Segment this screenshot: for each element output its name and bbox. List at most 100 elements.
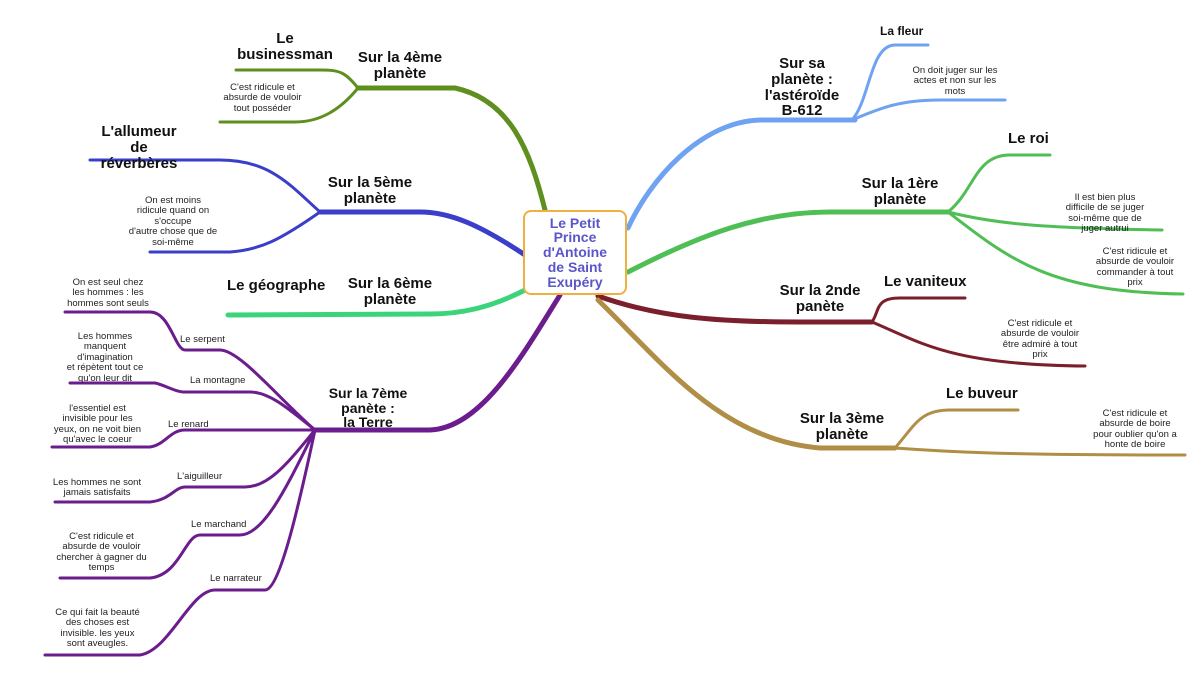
note-line: pour oublier qu'on a [1093, 428, 1177, 440]
note-line: s'occupe [154, 215, 192, 227]
topic-line: panète [795, 297, 845, 315]
subtopic-l-aiguilleur[interactable]: L'aiguilleur [177, 471, 223, 482]
branch-connector-p1 [946, 153, 1052, 214]
topic-asteroid-b612[interactable]: Sur sa planète : l'astéroïde B-612 [752, 56, 852, 119]
branch-connector-p4 [218, 86, 360, 124]
subtopic-le-serpent[interactable]: Le serpent [180, 334, 225, 345]
note-allumeur: On est moins ridicule quand on s'occupe … [118, 195, 228, 248]
note-businessman: C'est ridicule et absurde de vouloir tou… [220, 82, 305, 114]
branch-connector-p2 [870, 296, 967, 324]
note-line: On est seul chez [72, 277, 144, 288]
topic-line: de [130, 138, 148, 156]
note-line: chercher à gagner du [56, 551, 147, 563]
topic-planete-7-terre[interactable]: Sur la 7ème panète : la Terre [318, 386, 418, 430]
branch-connector-p3 [893, 408, 1020, 450]
topic-line: l'astéroïde [764, 86, 840, 104]
note-marchand: C'est ridicule et absurde de vouloir che… [44, 531, 159, 574]
branch-connector-p6 [225, 287, 528, 318]
note-line: Les hommes ne sont [52, 477, 142, 488]
branch-connector-p5 [88, 158, 322, 214]
subtopic-le-narrateur[interactable]: Le narrateur [210, 573, 262, 584]
branch-connector-p3 [893, 446, 1187, 457]
subtopic-la-montagne[interactable]: La montagne [190, 375, 246, 386]
note-line: d'autre chose que de [128, 226, 218, 238]
subtopic-le-vaniteux[interactable]: Le vaniteux [884, 273, 967, 290]
topic-line: planète [873, 190, 927, 208]
topic-line: Sur la 1ère [861, 175, 939, 192]
note-line: manquent [83, 341, 127, 353]
branch-connector-asteroid [625, 117, 858, 231]
subtopic-le-marchand[interactable]: Le marchand [191, 519, 247, 530]
branch-connector-p7 [63, 310, 317, 432]
branch-connector-p7 [43, 428, 317, 657]
note-line: absurde de vouloir [62, 541, 141, 553]
topic-planete-5[interactable]: Sur la 5ème planète [320, 175, 420, 207]
note-line: être admiré à tout [1002, 338, 1078, 350]
topic-line: Sur la 4ème [357, 49, 443, 66]
note-line: sont aveugles. [66, 638, 129, 650]
note-line: C'est ridicule et [230, 82, 295, 93]
note-vaniteux: C'est ridicule et absurde de vouloir êtr… [990, 318, 1090, 361]
note-line: commander à tout [1096, 266, 1174, 278]
note-line: juger autrui [1081, 223, 1129, 235]
topic-line: Le [276, 30, 294, 47]
note-buveur: C'est ridicule et absurde de boire pour … [1080, 408, 1190, 451]
subtopic-le-geographe[interactable]: Le géographe [227, 277, 326, 294]
topic-line: panète : [341, 399, 395, 416]
branch-connector-p7 [68, 381, 317, 432]
branch-connector-p2 [870, 320, 1087, 368]
note-line: yeux, on ne voit bien [53, 423, 142, 435]
subtopic-la-fleur[interactable]: La fleur [880, 24, 924, 38]
note-line: absurde de vouloir [1095, 256, 1175, 268]
branch-connector-asteroid [850, 43, 930, 122]
branch-connector-p5 [317, 209, 528, 258]
branch-connector-p1 [946, 210, 1185, 296]
branch-connector-p7 [50, 428, 317, 449]
topic-line: Sur la 5ème [327, 174, 413, 191]
topic-line: Sur la 7ème [328, 385, 408, 401]
topic-line: L'allumeur [101, 123, 177, 140]
topic-planete-2[interactable]: Sur la 2nde panète [770, 283, 870, 315]
branch-connector-p5 [148, 210, 322, 254]
center-line: de Saint [547, 258, 603, 275]
topic-line: planète [373, 64, 427, 82]
note-line: ridicule quand on [136, 205, 210, 217]
topic-planete-4[interactable]: Sur la 4ème planète [355, 50, 445, 82]
note-line: prix [1032, 349, 1048, 361]
topic-planete-6[interactable]: Sur la 6ème planète [340, 276, 440, 308]
topic-planete-1[interactable]: Sur la 1ère planète [845, 176, 955, 208]
note-line: C'est ridicule et [69, 531, 134, 542]
topic-planete-3[interactable]: Sur la 3ème planète [792, 411, 892, 443]
note-line: absurde de vouloir [223, 92, 302, 104]
topic-line: réverbères [100, 154, 178, 172]
note-line: C'est ridicule et [1007, 318, 1073, 329]
subtopic-le-businessman[interactable]: Le businessman [235, 31, 335, 63]
subtopic-le-roi[interactable]: Le roi [1008, 130, 1049, 147]
note-line: soi-même que de [1068, 212, 1142, 224]
note-serpent: On est seul chez les hommes : les hommes… [58, 277, 158, 309]
note-line: tout posséder [233, 102, 292, 114]
note-line: Ce qui fait la beauté [55, 607, 140, 618]
topic-line: Sur sa [779, 55, 825, 72]
note-line: les hommes : les [72, 287, 144, 299]
branch-connector-p4 [234, 68, 360, 90]
note-line: honte de boire [1104, 439, 1166, 451]
note-montagne: Les hommes manquent d'imagination et rép… [50, 331, 160, 384]
topic-line: planète : [771, 70, 833, 88]
central-topic[interactable]: Le Petit Prince d'Antoine de Saint Exupé… [523, 210, 627, 295]
branch-connector-p7 [312, 292, 563, 433]
note-line: C'est ridicule et [1102, 408, 1168, 419]
note-line: jamais satisfaits [63, 487, 131, 499]
subtopic-le-buveur[interactable]: Le buveur [946, 385, 1018, 402]
note-line: prix [1127, 277, 1143, 289]
note-line: hommes sont seuls [67, 297, 149, 309]
topic-line: planète [343, 189, 397, 207]
subtopic-le-renard[interactable]: Le renard [168, 419, 209, 430]
subtopic-allumeur-de-reverberes[interactable]: L'allumeur de réverbères [84, 124, 194, 171]
note-line: Il est bien plus [1074, 192, 1136, 203]
note-line: des choses est [65, 617, 130, 629]
topic-line: planète [815, 425, 869, 443]
topic-line: businessman [237, 45, 333, 63]
